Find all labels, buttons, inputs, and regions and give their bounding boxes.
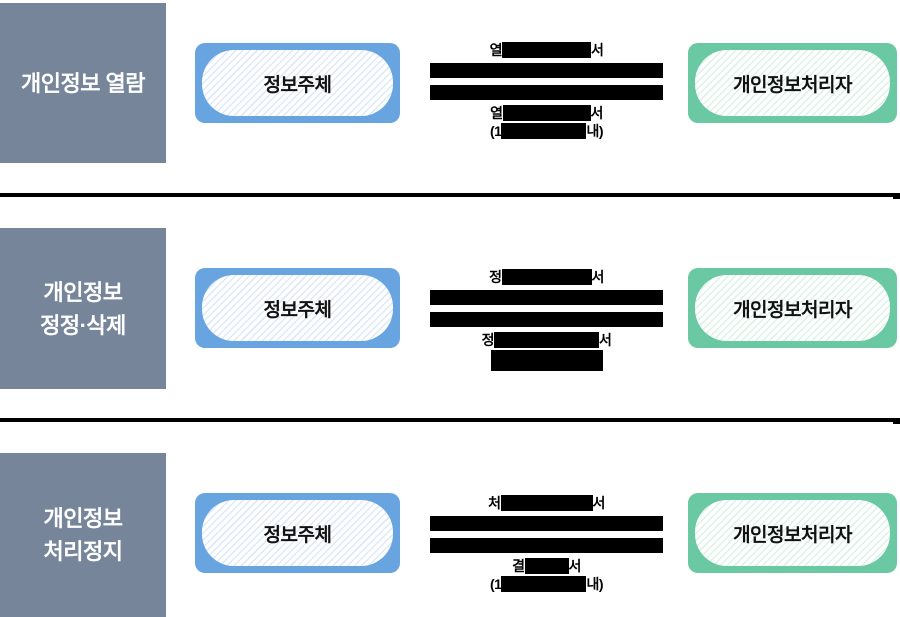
arrow-bar-right: [430, 63, 663, 78]
arrow-area-suspension: 처 서 결 서 (1 내): [430, 494, 663, 593]
row-title-correction: 개인정보 정정·삭제: [0, 228, 166, 389]
subject-label: 정보주체: [263, 299, 332, 321]
redaction-bar: [494, 332, 599, 348]
section-divider: [0, 418, 900, 422]
arrow-bar-left: [430, 538, 663, 553]
subject-box: 정보주체: [195, 493, 400, 573]
processor-box: 개인정보처리자: [688, 43, 897, 123]
redaction-bar: [501, 576, 587, 592]
response-label-line1: 열 서: [490, 104, 603, 122]
redaction-bar: [524, 558, 569, 574]
deadline-suffix: 내): [586, 123, 603, 139]
processor-label: 개인정보처리자: [733, 299, 852, 321]
response-label-line2: (1 내): [490, 122, 603, 140]
response-label-prefix: 열: [490, 105, 503, 121]
response-label-suffix: 서: [568, 558, 582, 574]
request-label: 정 서: [489, 268, 604, 286]
arrow-bar-left: [430, 85, 663, 100]
request-label: 처 서: [488, 494, 605, 512]
subject-box: 정보주체: [195, 268, 400, 348]
subject-box: 정보주체: [195, 43, 400, 123]
processor-box: 개인정보처리자: [688, 493, 897, 573]
subject-label: 정보주체: [263, 524, 332, 546]
request-label-prefix: 정: [489, 269, 502, 285]
request-label-suffix: 서: [592, 495, 606, 511]
response-label-line1: 정 서: [482, 331, 612, 349]
processor-box-inner: 개인정보처리자: [695, 500, 890, 566]
redaction-bar: [501, 123, 587, 139]
row-title-line: 정정·삭제: [40, 312, 126, 338]
arrow-area-access: 열 서 열 서 (1 내): [430, 41, 663, 140]
redaction-bar: [502, 42, 591, 58]
processor-label: 개인정보처리자: [733, 524, 852, 546]
subject-box-inner: 정보주체: [202, 275, 393, 341]
subject-box-inner: 정보주체: [202, 50, 393, 116]
redaction-bar: [502, 105, 591, 121]
section-divider: [0, 193, 900, 197]
response-label-line2: (1 내): [490, 575, 603, 593]
section-divider-tail: [893, 196, 900, 199]
deadline-prefix: (1: [490, 123, 502, 139]
subject-label: 정보주체: [263, 74, 332, 96]
processor-box-inner: 개인정보처리자: [695, 275, 890, 341]
processor-box: 개인정보처리자: [688, 268, 897, 348]
request-label: 열 서: [490, 41, 604, 59]
response-label-prefix: 정: [481, 332, 495, 348]
response-label-suffix: 서: [590, 105, 604, 121]
request-label-prefix: 열: [489, 42, 503, 58]
arrow-bar-right: [430, 516, 663, 531]
section-divider-tail: [893, 421, 900, 424]
response-label-suffix: 서: [599, 332, 612, 348]
redaction-bar: [490, 350, 603, 371]
arrow-area-correction: 정 서 정 서: [430, 268, 663, 371]
row-title-line: 처리정지: [43, 539, 123, 564]
processor-label: 개인정보처리자: [733, 74, 852, 96]
request-label-suffix: 서: [591, 42, 604, 58]
redaction-bar: [501, 269, 592, 285]
subject-box-inner: 정보주체: [202, 500, 393, 566]
arrow-bar-right: [430, 290, 663, 305]
redaction-bar: [500, 495, 593, 511]
row-title-suspension: 개인정보 처리정지: [0, 453, 166, 617]
request-label-suffix: 서: [591, 269, 605, 285]
deadline-prefix: (1: [490, 576, 502, 592]
row-title-line: 개인정보: [43, 279, 123, 305]
processor-box-inner: 개인정보처리자: [695, 50, 890, 116]
deadline-suffix: 내): [586, 576, 603, 592]
response-label-line1: 결 서: [512, 557, 581, 575]
response-label-prefix: 결: [512, 558, 525, 574]
row-title-access: 개인정보 열람: [0, 3, 166, 163]
request-label-prefix: 처: [488, 495, 501, 511]
arrow-bar-left: [430, 312, 663, 327]
row-title-line: 개인정보 열람: [20, 70, 146, 96]
row-title-line: 개인정보: [43, 506, 123, 531]
